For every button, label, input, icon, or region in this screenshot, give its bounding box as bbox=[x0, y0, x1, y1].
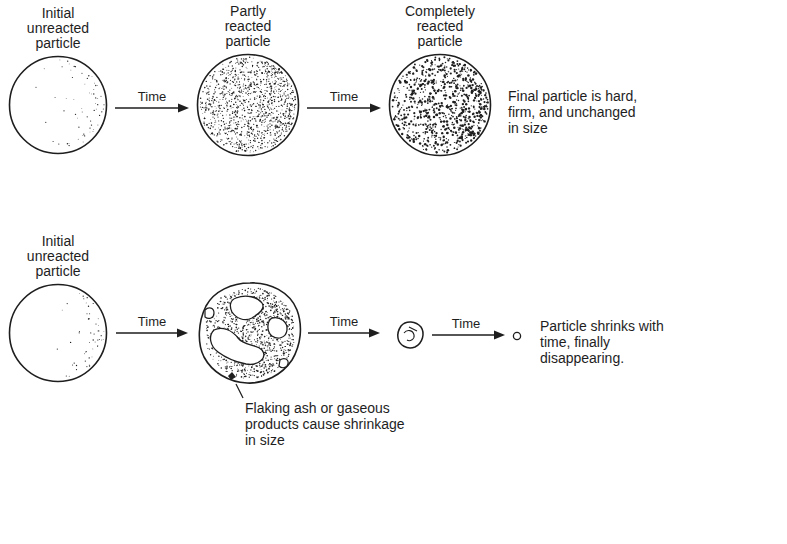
leader-line bbox=[236, 384, 243, 398]
flaking-particle bbox=[199, 283, 300, 383]
time-arrow bbox=[307, 104, 381, 113]
particle-heading: Initial unreacted particle bbox=[22, 234, 94, 279]
small-particle bbox=[398, 322, 423, 348]
stipple bbox=[206, 288, 295, 379]
callout-note: Flaking ash or gaseous products cause sh… bbox=[245, 400, 407, 448]
arrowhead bbox=[494, 331, 505, 340]
arrowhead bbox=[369, 329, 380, 338]
arrowhead bbox=[177, 329, 188, 338]
description-note: Particle shrinks with time, finally disa… bbox=[540, 318, 672, 366]
small-particle-detail bbox=[404, 327, 417, 341]
particle-node: Completely reacted particle bbox=[388, 53, 492, 157]
time-arrow bbox=[432, 334, 495, 336]
tiny-particle bbox=[513, 332, 520, 339]
particle-heading: Completely reacted particle bbox=[394, 4, 486, 49]
time-label: Time bbox=[451, 317, 481, 331]
time-arrow bbox=[116, 332, 178, 334]
particle-circle bbox=[388, 53, 492, 157]
particle-circle bbox=[196, 53, 300, 157]
particle-node: Partly reacted particle bbox=[196, 53, 300, 157]
particle-outline bbox=[199, 283, 300, 383]
time-label: Time bbox=[137, 315, 167, 329]
description-note: Final particle is hard, firm, and unchan… bbox=[508, 88, 640, 136]
particle-heading: Partly reacted particle bbox=[212, 4, 284, 49]
time-label: Time bbox=[329, 90, 359, 104]
particle-node: Initial unreacted particle bbox=[8, 283, 108, 383]
particle-circle bbox=[8, 283, 108, 383]
time-label: Time bbox=[137, 90, 167, 104]
flake-patches bbox=[205, 296, 288, 380]
time-arrow bbox=[308, 332, 370, 334]
particle-node: Initial unreacted particle bbox=[8, 55, 108, 155]
time-arrow bbox=[115, 104, 189, 113]
time-label: Time bbox=[329, 315, 359, 329]
particle-heading: Initial unreacted particle bbox=[22, 6, 94, 51]
particle-circle bbox=[8, 55, 108, 155]
